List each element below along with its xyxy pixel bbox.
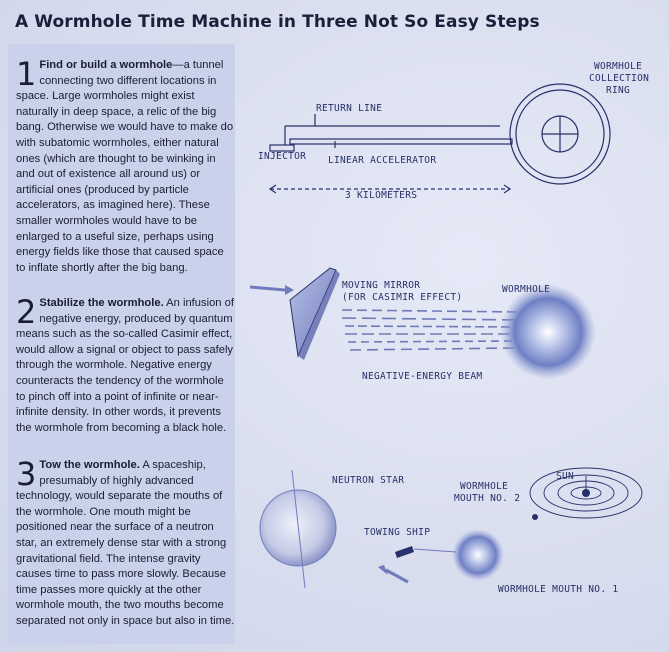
mouth2-label-1: WORMHOLE bbox=[460, 481, 508, 492]
linear-accelerator-tube bbox=[289, 138, 513, 145]
wormhole-mouth-1 bbox=[452, 529, 504, 581]
text-column bbox=[8, 44, 235, 644]
moving-mirror bbox=[289, 267, 337, 358]
return-line-label: RETURN LINE bbox=[316, 103, 382, 114]
negative-energy-beam-label: NEGATIVE-ENERGY BEAM bbox=[362, 371, 482, 382]
collection-ring-label-1: WORMHOLE bbox=[594, 61, 642, 72]
collection-ring-label-2: COLLECTION bbox=[589, 73, 649, 84]
accelerator-diagram bbox=[268, 83, 611, 194]
injector bbox=[269, 144, 295, 152]
collection-ring-label-3: RING bbox=[606, 85, 630, 96]
neutron-star-label: NEUTRON STAR bbox=[332, 475, 404, 486]
injector-label: INJECTOR bbox=[258, 151, 306, 162]
negative-energy-beam bbox=[341, 309, 521, 351]
moving-mirror-label-2: (FOR CASIMIR EFFECT) bbox=[342, 292, 462, 303]
solar-system bbox=[529, 467, 643, 519]
sun-label: SUN bbox=[556, 471, 574, 482]
mouth2-label-2: MOUTH NO. 2 bbox=[454, 493, 520, 504]
step-1-body: —a tunnel connecting two different locat… bbox=[16, 59, 234, 274]
collection-ring-inner bbox=[515, 89, 605, 179]
linear-accelerator-label: LINEAR ACCELERATOR bbox=[328, 155, 436, 166]
moving-mirror-label-1: MOVING MIRROR bbox=[342, 280, 420, 291]
towing-ship bbox=[395, 546, 414, 558]
collection-ring-outer bbox=[509, 83, 611, 185]
towing-ship-label: TOWING SHIP bbox=[364, 527, 430, 538]
step-2-body: An infusion of negative energy, produced… bbox=[16, 297, 234, 434]
towing-diagram bbox=[259, 467, 643, 589]
wormhole-label: WORMHOLE bbox=[502, 284, 550, 295]
distance-label: 3 KILOMETERS bbox=[345, 190, 417, 201]
step-1-number: 1 bbox=[16, 55, 37, 93]
wormhole-mouth bbox=[500, 284, 596, 380]
step-2-lead: Stabilize the wormhole. bbox=[39, 297, 164, 309]
step-3-lead: Tow the wormhole. bbox=[39, 459, 140, 471]
sun bbox=[582, 489, 590, 497]
wormhole-illustration: WORMHOLE COLLECTION RING RETURN LINE INJ… bbox=[249, 61, 649, 595]
step-2-number: 2 bbox=[16, 293, 37, 331]
step-1-lead: Find or build a wormhole bbox=[39, 59, 173, 71]
casimir-diagram bbox=[249, 267, 596, 380]
wormhole-mouth-2 bbox=[532, 514, 538, 520]
step-3-body: A spaceship, presumably of highly advanc… bbox=[16, 459, 235, 627]
step-3-number: 3 bbox=[16, 455, 37, 493]
mouth1-label: WORMHOLE MOUTH NO. 1 bbox=[498, 584, 618, 595]
motion-arrow bbox=[249, 285, 286, 292]
page-title: A Wormhole Time Machine in Three Not So … bbox=[15, 12, 540, 32]
